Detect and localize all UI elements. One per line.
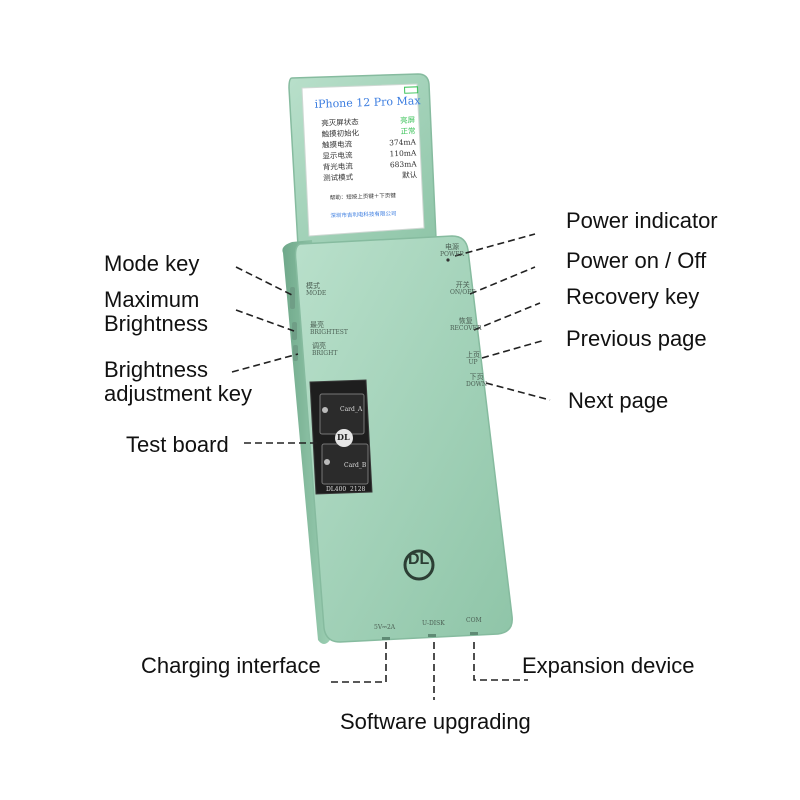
bright-key[interactable] bbox=[293, 345, 298, 361]
callout-next: Next page bbox=[568, 388, 669, 413]
callout-power-indicator: Power indicator bbox=[566, 208, 718, 233]
callout-software: Software upgrading bbox=[340, 709, 531, 734]
board-logo-icon bbox=[335, 429, 353, 447]
screen-footer: 深圳市吉利电科技有限公司 bbox=[330, 211, 397, 220]
test-board[interactable] bbox=[309, 379, 373, 495]
charging-port[interactable] bbox=[382, 637, 390, 640]
com-port[interactable] bbox=[470, 632, 478, 635]
callout-maximum-1: Maximum bbox=[104, 287, 200, 312]
power-led-icon bbox=[446, 258, 450, 262]
mode-key[interactable] bbox=[290, 287, 295, 309]
callout-expansion: Expansion device bbox=[522, 653, 695, 678]
device-body bbox=[294, 235, 513, 643]
brightest-key[interactable] bbox=[292, 322, 297, 340]
leader-lines bbox=[231, 233, 551, 700]
dl-logo-icon bbox=[403, 549, 435, 581]
callout-brightness-1: Brightness bbox=[104, 357, 208, 382]
model-title: iPhone 12 Pro Max bbox=[314, 94, 421, 111]
callout-charging: Charging interface bbox=[141, 653, 321, 678]
callout-recovery: Recovery key bbox=[566, 284, 700, 309]
u-disk-port[interactable] bbox=[428, 634, 436, 637]
screen-hint: 帮助：短按上页键＋下页键 bbox=[329, 193, 396, 202]
callout-previous: Previous page bbox=[566, 326, 707, 351]
callout-test-board: Test board bbox=[126, 432, 229, 457]
display-module bbox=[288, 73, 437, 247]
callout-brightness-2: adjustment key bbox=[104, 381, 252, 406]
callout-maximum-2: Brightness bbox=[104, 311, 208, 336]
screen-row: 测试模式默认 bbox=[322, 170, 418, 183]
callout-power-onoff: Power on / Off bbox=[566, 248, 707, 273]
battery-icon bbox=[404, 86, 419, 94]
callout-mode: Mode key bbox=[104, 251, 200, 276]
